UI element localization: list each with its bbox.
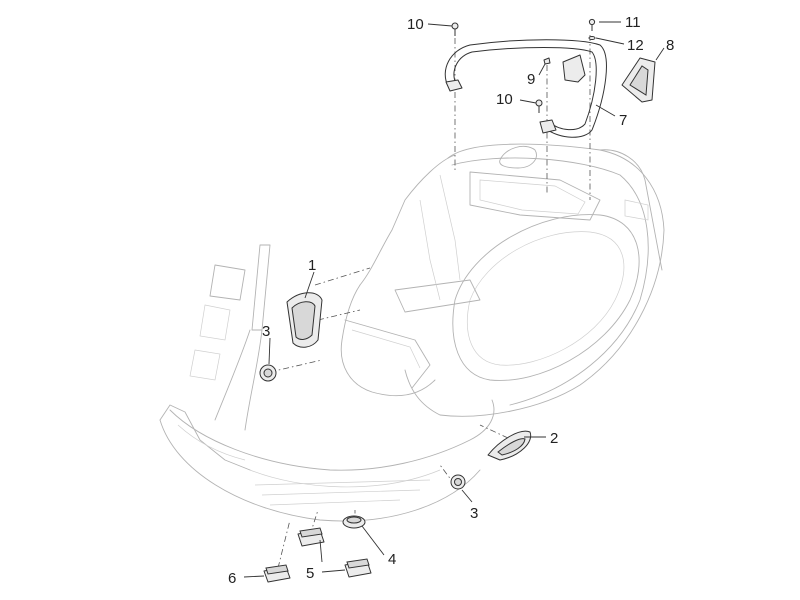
leader-lines: [243, 21, 665, 578]
callout-3-rear: 3: [470, 505, 478, 522]
rack-center-bracket: [562, 54, 586, 83]
callout-10-lower: 10: [496, 91, 513, 108]
washer-12: [588, 36, 596, 40]
callout-2: 2: [550, 430, 558, 447]
side-trim-2: [487, 430, 532, 461]
callout-labels: 10 11 12 8 9 10 7 1 3 2 3 4 5 6: [228, 14, 674, 587]
rear-luggage-rack: [444, 39, 607, 138]
floor-pad-5-lower: [344, 558, 372, 578]
screw-10-top: [451, 22, 459, 36]
callout-11: 11: [625, 14, 641, 31]
callout-5: 5: [306, 565, 314, 582]
callout-1: 1: [308, 257, 316, 274]
callout-10-top: 10: [407, 16, 424, 33]
screw-10-lower: [535, 99, 543, 113]
callout-8: 8: [666, 37, 674, 54]
callout-7: 7: [619, 112, 627, 129]
grommet-3-rear: [450, 474, 466, 490]
grommet-3-front: [259, 364, 277, 382]
callout-9: 9: [527, 71, 535, 88]
rack-end-cover-inner: [629, 65, 649, 96]
floor-pad-6: [263, 564, 291, 583]
floor-pad-4: [342, 515, 366, 529]
screw-11: [588, 18, 596, 31]
scooter-body-frame: [159, 143, 665, 522]
callout-3-front: 3: [262, 323, 270, 340]
callout-4: 4: [388, 551, 396, 568]
callout-12: 12: [627, 37, 644, 54]
clip-9: [543, 57, 551, 65]
callout-6: 6: [228, 570, 236, 587]
floor-pad-5-upper: [297, 527, 325, 547]
legshield-cover-1: [286, 292, 323, 348]
